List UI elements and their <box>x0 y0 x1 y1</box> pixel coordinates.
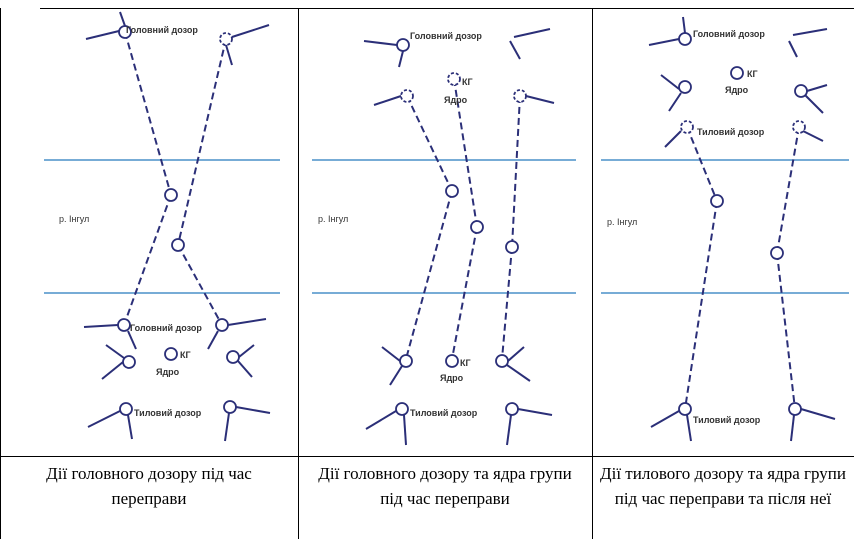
route-lines <box>123 31 227 326</box>
caption-divider <box>0 456 854 457</box>
label-rear-patrol: Тиловий дозор <box>134 408 202 418</box>
route-lines <box>405 78 521 360</box>
label-kg-bottom: КГ <box>460 358 471 368</box>
label-core-top: Ядро <box>444 95 468 105</box>
river-label: р. Інгул <box>318 214 348 224</box>
direction-arrows <box>83 11 271 442</box>
crossing-diagram-2: р. Інгул <box>312 28 576 446</box>
direction-arrows <box>648 16 836 442</box>
unit-markers <box>395 38 527 416</box>
caption-panel-2: Дії головного дозору та ядра групи під ч… <box>318 464 572 508</box>
label-kg: КГ <box>180 350 191 360</box>
table-top-border <box>40 8 854 9</box>
route-lines <box>684 126 800 410</box>
label-head-patrol-top: Головний дозор <box>693 29 765 39</box>
label-kg-top: КГ <box>462 77 473 87</box>
label-rear-patrol: Тиловий дозор <box>410 408 478 418</box>
label-head-patrol-top: Головний дозор <box>126 25 198 35</box>
label-rear-patrol-top: Тиловий дозор <box>697 127 765 137</box>
caption-panel-1: Дії головного дозору під час переправи <box>46 464 252 508</box>
unit-markers <box>117 25 240 416</box>
diagram-panel-head-and-core: р. Інгул <box>302 9 589 456</box>
crossing-diagram-1: р. Інгул <box>44 11 280 442</box>
left-border <box>0 8 1 539</box>
label-core: Ядро <box>156 367 180 377</box>
crossing-diagram-3: р. Інгул <box>601 16 849 442</box>
label-head-patrol-top: Головний дозор <box>410 31 482 41</box>
diagram-panel-rear-and-core: р. Інгул <box>597 9 854 456</box>
direction-arrows <box>363 28 555 446</box>
label-kg: КГ <box>747 69 758 79</box>
label-core: Ядро <box>725 85 749 95</box>
column-divider-1 <box>298 8 299 539</box>
river-label: р. Інгул <box>59 214 89 224</box>
river-label: р. Інгул <box>607 217 637 227</box>
caption-panel-3: Дії тилового дозору та ядра групи під ча… <box>600 464 846 508</box>
diagram-panel-head-patrol: р. Інгул <box>4 9 291 456</box>
label-rear-patrol-bottom: Тиловий дозор <box>693 415 761 425</box>
label-head-patrol-bottom: Головний дозор <box>130 323 202 333</box>
label-core-bottom: Ядро <box>440 373 464 383</box>
column-divider-2 <box>592 8 593 539</box>
